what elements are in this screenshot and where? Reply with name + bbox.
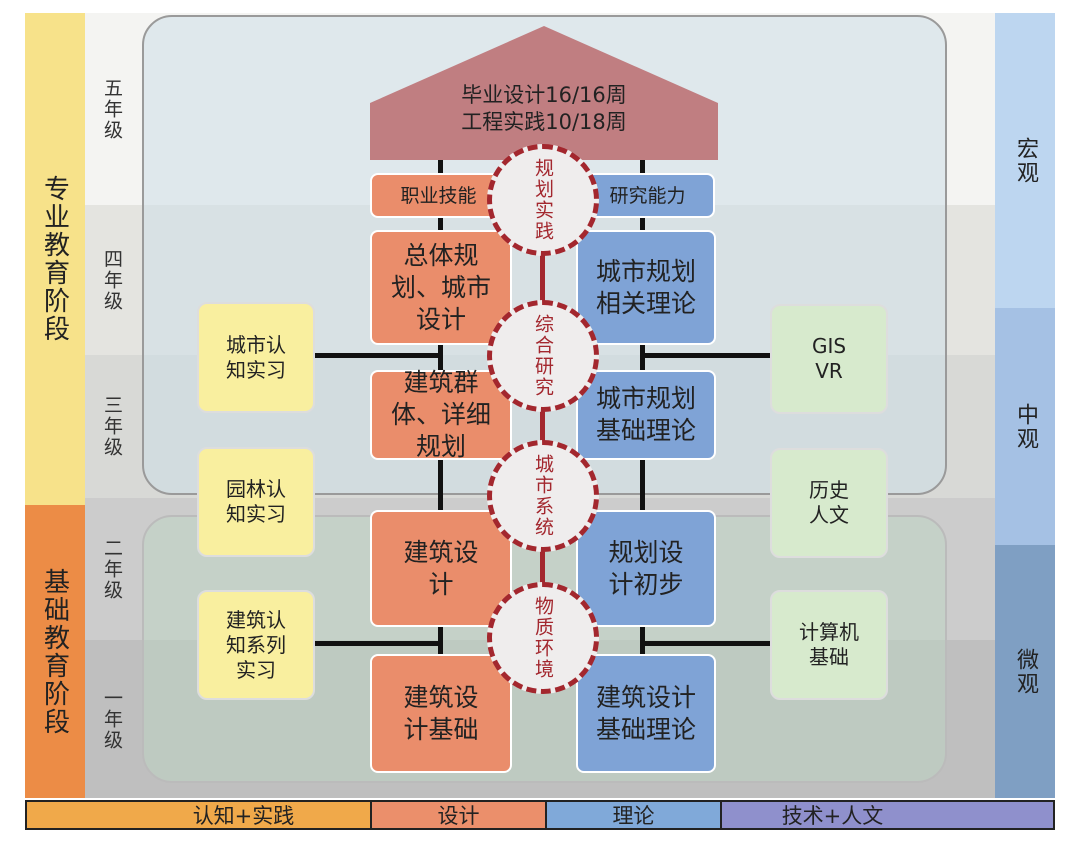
skill-professional: 职业技能 (370, 173, 507, 218)
connector (643, 641, 770, 646)
connector (640, 218, 645, 230)
connector (438, 460, 443, 510)
house-shape (370, 26, 718, 160)
year-label: 一年级 (101, 687, 123, 751)
connector (438, 627, 443, 654)
connector (640, 627, 645, 654)
design-course: 建筑设计 (370, 510, 512, 627)
year-label: 五年级 (101, 77, 123, 141)
capstone-line: 毕业设计16/16周 (461, 83, 627, 107)
legend-theory: 理论 (545, 800, 720, 830)
stage-foundation: 基础教育阶段 (25, 505, 85, 798)
stage-label: 基础教育阶段 (39, 567, 70, 736)
connector (643, 353, 770, 358)
scale-micro: 微观 (995, 545, 1055, 798)
tech-box: 历史人文 (770, 448, 888, 558)
year-label: 二年级 (101, 537, 123, 601)
theme-label: 城市系统 (532, 454, 554, 538)
theme-circle: 综合研究 (487, 300, 599, 412)
design-course: 总体规划、城市设计 (370, 230, 512, 345)
theme-circle: 城市系统 (487, 440, 599, 552)
legend-tech: 技术+人文 (720, 800, 1055, 830)
connector (315, 641, 440, 646)
connector (640, 345, 645, 370)
legend-design: 设计 (370, 800, 545, 830)
legend-practice: 认知+实践 (25, 800, 370, 830)
design-course: 建筑群体、详细规划 (370, 368, 512, 461)
year-label: 三年级 (101, 395, 123, 458)
connector (438, 218, 443, 230)
theory-course: 规划设计初步 (576, 510, 716, 627)
theme-circle: 规划实践 (487, 144, 599, 256)
stage-professional: 专业教育阶段 (25, 13, 85, 505)
tech-box: 计算机基础 (770, 590, 888, 700)
connector (438, 345, 443, 370)
theme-label: 物质环境 (532, 596, 554, 680)
skill-research: 研究能力 (580, 173, 715, 218)
theme-label: 规划实践 (532, 158, 554, 242)
tech-box: GIS VR (770, 304, 888, 414)
stage-label: 专业教育阶段 (39, 175, 70, 343)
capstone-text: 毕业设计16/16周 工程实践10/18周 (370, 82, 718, 136)
year-label: 四年级 (101, 248, 123, 312)
design-course: 建筑设计基础 (370, 654, 512, 773)
theme-label: 综合研究 (532, 314, 554, 398)
scale-macro: 宏观 (995, 13, 1055, 308)
theory-course: 城市规划相关理论 (576, 230, 716, 345)
practice-box: 园林认知实习 (197, 447, 315, 557)
connector (640, 460, 645, 510)
capstone-house (370, 26, 718, 160)
connector (315, 353, 440, 358)
connector (640, 160, 645, 173)
capstone-line: 工程实践10/18周 (461, 110, 627, 134)
theory-course: 城市规划基础理论 (576, 370, 716, 460)
theory-course: 建筑设计基础理论 (576, 654, 716, 773)
practice-box: 城市认知实习 (197, 302, 315, 413)
scale-meso: 中观 (995, 308, 1055, 545)
theme-circle: 物质环境 (487, 582, 599, 694)
practice-box: 建筑认知系列实习 (197, 590, 315, 700)
connector (438, 160, 443, 173)
